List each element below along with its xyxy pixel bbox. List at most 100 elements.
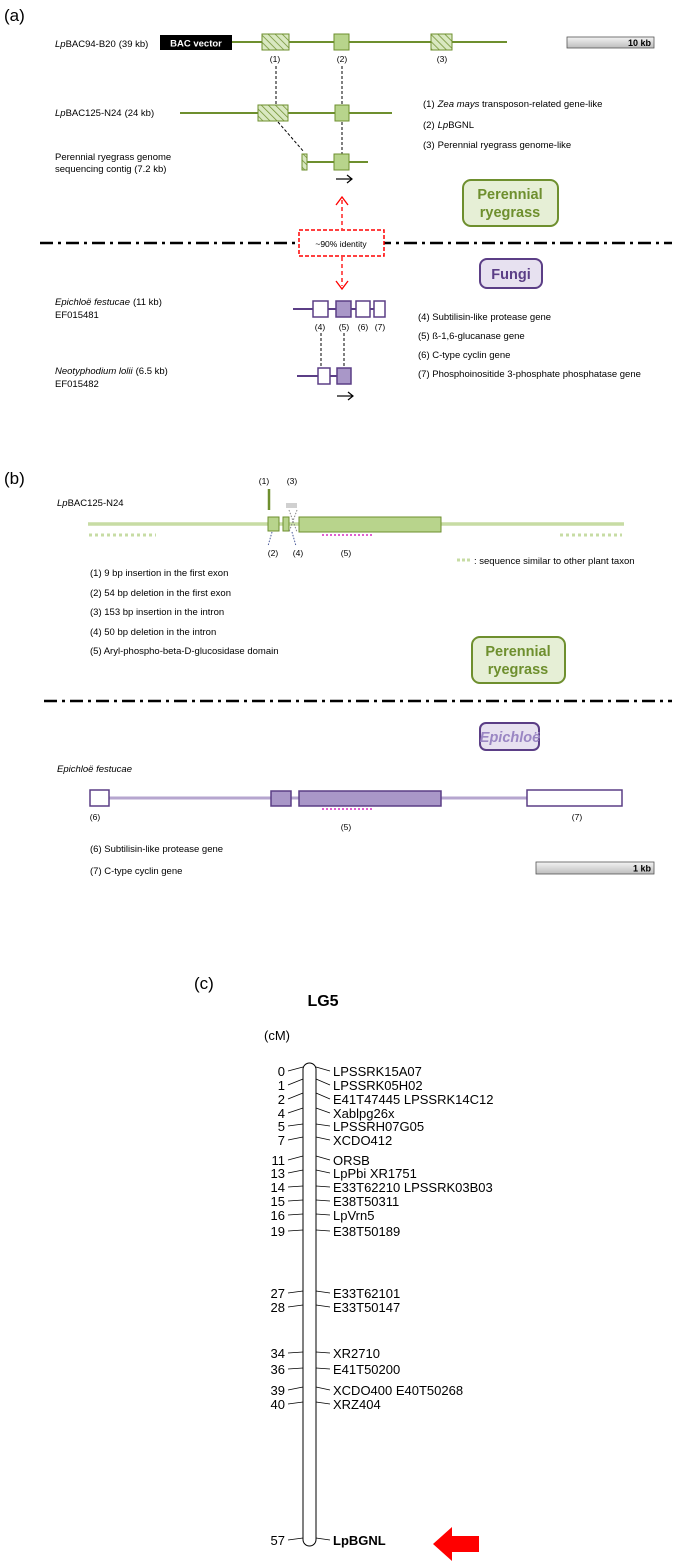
- marker-tick-right: [315, 1386, 331, 1391]
- cm-value: 15: [271, 1194, 285, 1209]
- marker-tick-left: [287, 1537, 304, 1541]
- marker-name: LPSSRH07G05: [333, 1119, 424, 1134]
- feature-num-2: (2): [337, 54, 348, 64]
- marker-tick-left: [287, 1213, 304, 1216]
- marker-tick-right: [315, 1107, 331, 1114]
- fungi-row2-acc: EF015482: [55, 379, 99, 390]
- marker-tick-left: [287, 1199, 304, 1202]
- marker-name: ORSB: [333, 1153, 370, 1168]
- fungi-legend-6: (6) C-type cyclin gene: [418, 350, 510, 361]
- ryegrass-box-a: [462, 179, 559, 227]
- svg-text:(2): (2): [268, 548, 279, 558]
- marker-name: LpBGNL: [333, 1533, 386, 1548]
- svg-text:(7): (7): [375, 322, 386, 332]
- marker-name: XR2710: [333, 1346, 380, 1361]
- marker-tick-right: [315, 1351, 331, 1354]
- legend-1: (1)Zea mays transposon-related gene-like: [423, 99, 602, 110]
- svg-text:(5): (5): [339, 322, 350, 332]
- scale-bar-10kb: [566, 36, 655, 49]
- scale-bar-10kb-label: 10 kb: [628, 38, 652, 48]
- identity-box: [298, 229, 385, 257]
- marker-tick-right: [315, 1290, 331, 1294]
- svg-text:(4): (4): [315, 322, 326, 332]
- marker-tick-left: [287, 1136, 304, 1141]
- b-note-5: (5) Aryl-phospho-beta-D-glucosidase doma…: [90, 646, 279, 657]
- svg-text:(7): (7): [572, 812, 583, 822]
- svg-text:(4): (4): [293, 548, 304, 558]
- feature-num-3: (3): [437, 54, 448, 64]
- marker-tick-left: [287, 1290, 304, 1294]
- marker-name: E41T47445 LPSSRK14C12: [333, 1092, 493, 1107]
- feature-num-1: (1): [270, 54, 281, 64]
- cm-value: 1: [278, 1078, 285, 1093]
- cm-value: 16: [271, 1208, 285, 1223]
- identity-label: ~90% identity: [315, 239, 367, 249]
- marker-tick-left: [287, 1401, 304, 1405]
- marker-name: E33T62101: [333, 1286, 400, 1301]
- cm-value: 2: [278, 1092, 285, 1107]
- marker-name: LpPbi XR1751: [333, 1166, 417, 1181]
- bac-vector-box: [160, 35, 232, 50]
- cm-value: 5: [278, 1119, 285, 1134]
- cm-value: 28: [271, 1300, 285, 1315]
- marker-tick-right: [315, 1537, 331, 1541]
- row2-label: LpBAC125-N24(24 kb): [55, 108, 154, 119]
- marker-tick-right: [315, 1123, 331, 1127]
- marker-tick-right: [315, 1185, 331, 1188]
- cm-value: 40: [271, 1397, 285, 1412]
- marker-tick-left: [287, 1367, 304, 1370]
- ryegrass-box-b: [471, 636, 566, 684]
- cm-value: 0: [278, 1064, 285, 1079]
- panel-c-label: (c): [194, 974, 214, 993]
- marker-tick-left: [287, 1304, 304, 1308]
- panel-b: (b) (1) (3) LpBAC125-N24 (2) (4) (5) : s…: [4, 469, 672, 877]
- fungi-legend-7: (7) Phosphoinositide 3-phosphate phospha…: [418, 369, 641, 380]
- marker-name: XCDO400 E40T50268: [333, 1383, 463, 1398]
- fungi-box: [479, 258, 543, 289]
- marker-name: E38T50311: [333, 1194, 399, 1209]
- marker-name: LPSSRK05H02: [333, 1078, 423, 1093]
- marker-name: XRZ404: [333, 1397, 381, 1412]
- marker-tick-right: [315, 1213, 331, 1216]
- marker-tick-right: [315, 1155, 331, 1161]
- cm-value: 57: [271, 1533, 285, 1548]
- marker-tick-right: [315, 1078, 331, 1086]
- marker-name: LPSSRK15A07: [333, 1064, 422, 1079]
- row3-label-1: Perennial ryegrass genome: [55, 152, 171, 163]
- legend-2: (2)LpBGNL: [423, 120, 474, 131]
- marker-tick-left: [287, 1107, 304, 1114]
- b-note-4: (4) 50 bp deletion in the intron: [90, 627, 216, 638]
- cm-value: 14: [271, 1180, 285, 1195]
- cm-value: 39: [271, 1383, 285, 1398]
- cm-unit: (cM): [264, 1028, 290, 1043]
- svg-text:(3): (3): [287, 476, 298, 486]
- marker-tick-right: [315, 1401, 331, 1405]
- panel-a-label: (a): [4, 6, 25, 25]
- svg-text:Epichloë: Epichloë: [480, 730, 540, 746]
- cm-value: 36: [271, 1362, 285, 1377]
- scale-bar-1kb: [535, 861, 655, 875]
- fungi-row2-label: Neotyphodium lolii(6.5 kb): [55, 366, 168, 377]
- marker-tick-right: [315, 1304, 331, 1308]
- cm-value: 4: [278, 1106, 285, 1121]
- epi-label: Epichloë festucae: [57, 764, 132, 775]
- marker-tick-left: [287, 1351, 304, 1354]
- row3-label-2: sequencing contig (7.2 kb): [55, 164, 166, 175]
- fungi-row1-label: Epichloë festucae(11 kb): [55, 297, 162, 308]
- marker-tick-left: [287, 1229, 304, 1232]
- cm-value: 19: [271, 1224, 285, 1239]
- fungi-legend-4: (4) Subtilisin-like protease gene: [418, 312, 551, 323]
- marker-name: XCDO412: [333, 1133, 392, 1148]
- marker-tick-left: [287, 1169, 304, 1174]
- epi-note-6: (6) Subtilisin-like protease gene: [90, 844, 223, 855]
- highlight-arrow: [433, 1527, 479, 1561]
- cm-value: 7: [278, 1133, 285, 1148]
- svg-text:(5): (5): [341, 822, 352, 832]
- panel-a: (a) LpBAC94-B20(39 kb) BAC vector (1) (2…: [4, 6, 672, 401]
- similar-note: : sequence similar to other plant taxon: [474, 556, 635, 567]
- row1-label: LpBAC94-B20(39 kb): [55, 39, 148, 50]
- marker-layer: 0 LPSSRK15A07 1 LPSSRK05H02 2 E41T47445 LPSSR…: [271, 1064, 494, 1548]
- legend-3: (3)Perennial ryegrass genome-like: [423, 140, 571, 151]
- svg-text:Perennial: Perennial: [485, 644, 550, 660]
